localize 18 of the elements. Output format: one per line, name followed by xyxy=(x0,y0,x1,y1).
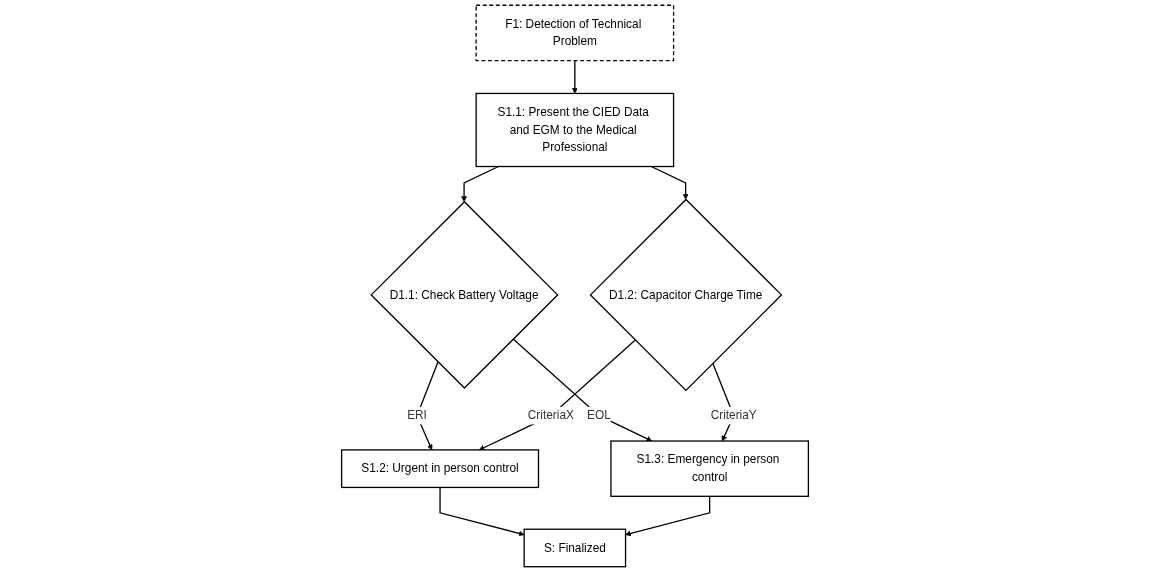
edge-label: ERI xyxy=(407,408,427,422)
edge-label: CriteriaY xyxy=(710,408,757,422)
arrow xyxy=(650,165,689,200)
edge-label: CriteriaX xyxy=(527,408,574,422)
arrow xyxy=(461,165,500,202)
arrow xyxy=(625,495,711,537)
node-box: S: Finalized xyxy=(523,528,627,568)
arrow xyxy=(479,339,636,451)
node-diamond: D1.2: Capacitor Charge Time xyxy=(589,198,783,392)
node-diamond: D1.1: Check Battery Voltage xyxy=(370,200,559,389)
node-box: F1: Detection of Technical Problem xyxy=(475,4,675,62)
arrow xyxy=(571,59,578,94)
node-box: S1.1: Present the CIED Data and EGM to the Medical Professional xyxy=(475,92,675,168)
edge-label: EOL xyxy=(587,408,611,422)
node-box: S1.2: Urgent in person control xyxy=(340,449,540,489)
node-box: S1.3: Emergency in person control xyxy=(610,440,810,497)
arrow xyxy=(439,486,525,537)
arrow xyxy=(512,338,653,442)
